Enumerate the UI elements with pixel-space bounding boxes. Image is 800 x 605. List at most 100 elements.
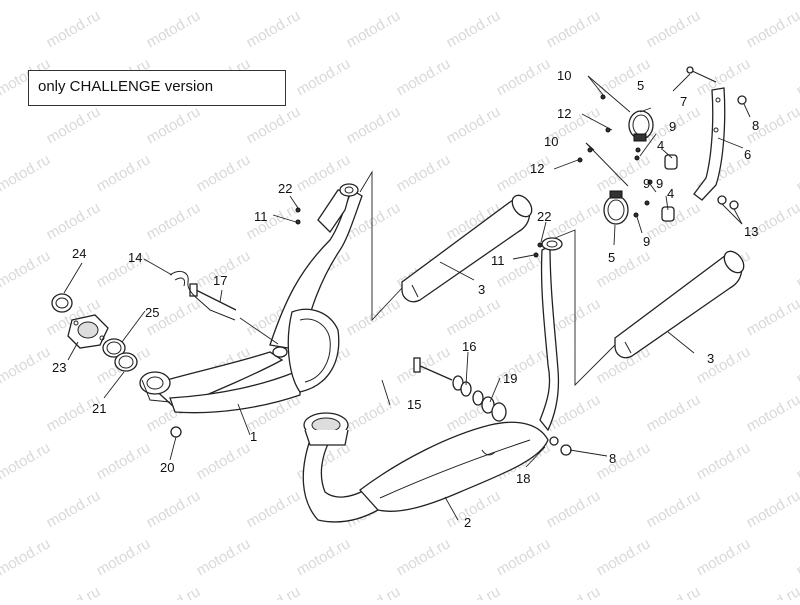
watermark-text: motod.ru: [694, 343, 754, 387]
watermark-text: motod.ru: [794, 535, 800, 579]
watermark-text: motod.ru: [0, 295, 3, 339]
watermark-text: motod.ru: [444, 103, 504, 147]
watermark-text: motod.ru: [194, 535, 254, 579]
callout-16: 16: [462, 339, 476, 354]
watermark-text: motod.ru: [794, 439, 800, 483]
callout-7: 7: [680, 94, 687, 109]
callout-13: 13: [744, 224, 758, 239]
watermark-text: motod.ru: [0, 7, 3, 51]
watermark-text: motod.ru: [344, 103, 404, 147]
callout-9-c: 9: [643, 234, 650, 249]
callout-9-d: 9: [656, 176, 663, 191]
watermark-text: motod.ru: [794, 151, 800, 195]
flange-23: [68, 315, 108, 348]
watermark-text: motod.ru: [44, 199, 104, 243]
watermark-text: motod.ru: [444, 7, 504, 51]
silencer-3-center: [402, 192, 536, 302]
callout-3-right: 3: [707, 351, 714, 366]
watermark-text: motod.ru: [0, 487, 3, 531]
watermark-text: motod.ru: [644, 391, 704, 435]
callout-24: 24: [72, 246, 86, 261]
gasket-24: [52, 294, 72, 312]
watermark-text: motod.ru: [394, 55, 454, 99]
watermark-text: motod.ru: [0, 247, 53, 291]
watermark-text: motod.ru: [244, 103, 304, 147]
watermark-text: motod.ru: [744, 487, 800, 531]
watermark-text: motod.ru: [294, 55, 354, 99]
watermark-text: motod.ru: [0, 103, 3, 147]
watermark-text: motod.ru: [0, 151, 53, 195]
watermark-text: motod.ru: [644, 583, 704, 600]
watermark-text: motod.ru: [244, 7, 304, 51]
watermark-text: motod.ru: [144, 7, 204, 51]
callout-2: 2: [464, 515, 471, 530]
callout-22-right: 22: [537, 209, 551, 224]
watermark-text: motod.ru: [544, 487, 604, 531]
watermark-text: motod.ru: [394, 0, 454, 3]
watermark-text: motod.ru: [294, 0, 354, 3]
watermark-text: motod.ru: [0, 0, 53, 3]
watermark-text: motod.ru: [194, 0, 254, 3]
callout-15: 15: [407, 397, 421, 412]
callout-18: 18: [516, 471, 530, 486]
watermark-text: motod.ru: [194, 439, 254, 483]
watermark-text: motod.ru: [94, 439, 154, 483]
watermark-text: motod.ru: [794, 247, 800, 291]
callout-19: 19: [503, 371, 517, 386]
callout-11-left: 11: [254, 209, 268, 224]
watermark-text: motod.ru: [694, 0, 754, 3]
watermark-text: motod.ru: [44, 103, 104, 147]
watermark-text: motod.ru: [0, 391, 3, 435]
callout-8-lower: 8: [609, 451, 616, 466]
callout-3-center: 3: [478, 282, 485, 297]
watermark-text: motod.ru: [794, 343, 800, 387]
watermark-text: motod.ru: [594, 55, 654, 99]
callout-22-left: 22: [278, 181, 292, 196]
watermark-text: motod.ru: [544, 583, 604, 600]
callout-14: 14: [128, 250, 142, 265]
watermark-text: motod.ru: [744, 7, 800, 51]
watermark-text: motod.ru: [44, 487, 104, 531]
callout-10-lower: 10: [544, 134, 558, 149]
watermark-text: motod.ru: [94, 247, 154, 291]
callout-25: 25: [145, 305, 159, 320]
callout-23: 23: [52, 360, 66, 375]
callout-1: 1: [250, 429, 257, 444]
watermark-text: motod.ru: [344, 295, 404, 339]
watermark-text: motod.ru: [594, 247, 654, 291]
watermark-text: motod.ru: [594, 535, 654, 579]
watermark-text: motod.ru: [494, 0, 554, 3]
callout-6: 6: [744, 147, 751, 162]
watermark-text: motod.ru: [694, 439, 754, 483]
callout-17: 17: [213, 273, 227, 288]
watermark-text: motod.ru: [444, 295, 504, 339]
watermark-text: motod.ru: [694, 535, 754, 579]
watermark-text: motod.ru: [594, 439, 654, 483]
watermark-text: motod.ru: [494, 55, 554, 99]
spacers-16: [453, 376, 483, 405]
watermark-text: motod.ru: [744, 295, 800, 339]
watermark-text: motod.ru: [94, 0, 154, 3]
callout-20: 20: [160, 460, 174, 475]
watermark-text: motod.ru: [344, 7, 404, 51]
watermark-text: motod.ru: [594, 0, 654, 3]
callout-9-a: 9: [669, 119, 676, 134]
watermark-text: motod.ru: [0, 583, 3, 600]
callout-5-lower: 5: [608, 250, 615, 265]
watermark-text: motod.ru: [344, 583, 404, 600]
watermark-text: motod.ru: [0, 343, 53, 387]
watermark-text: motod.ru: [544, 7, 604, 51]
watermark-text: motod.ru: [0, 535, 53, 579]
watermark-text: motod.ru: [344, 391, 404, 435]
challenge-note-text: only CHALLENGE version: [38, 78, 213, 95]
watermark-text: motod.ru: [394, 535, 454, 579]
watermark-text: motod.ru: [194, 151, 254, 195]
watermark-text: motod.ru: [394, 343, 454, 387]
watermark-text: motod.ru: [544, 199, 604, 243]
watermark-text: motod.ru: [94, 151, 154, 195]
callout-10-upper: 10: [557, 68, 571, 83]
watermark-text: motod.ru: [794, 0, 800, 3]
callout-9-b: 9: [643, 176, 650, 191]
watermark-text: motod.ru: [644, 199, 704, 243]
watermark-text: motod.ru: [394, 151, 454, 195]
